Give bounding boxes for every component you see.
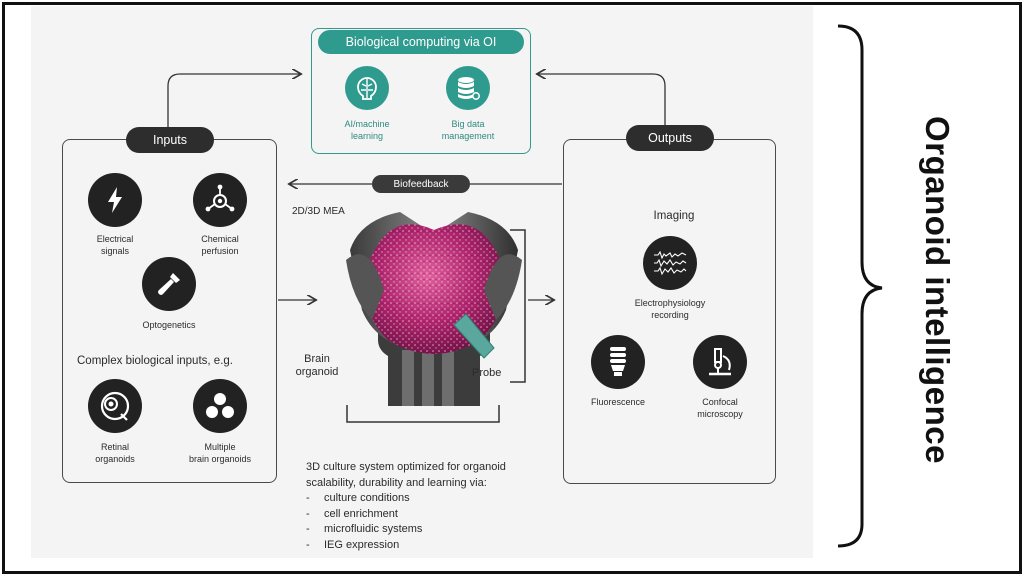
culture-item: IEG expression: [306, 538, 556, 554]
slide-title: Organoid intelligence: [919, 116, 957, 464]
inputs-title: Inputs: [126, 127, 214, 153]
culture-item: cell enrichment: [306, 507, 556, 523]
outputs-title: Outputs: [626, 125, 714, 151]
biofeedback-label: Biofeedback: [372, 175, 470, 193]
probe-label: Probe: [472, 367, 502, 379]
waveform-icon: [643, 236, 697, 290]
culture-item: culture conditions: [306, 491, 556, 507]
oi-title: Biological computing via OI: [318, 30, 524, 54]
input-item-label: Optogenetics: [142, 320, 196, 330]
output-item-label: Fluorescence: [590, 397, 646, 407]
spheres-icon: [193, 379, 247, 433]
eye-icon: [88, 379, 142, 433]
flashlight-icon: [142, 257, 196, 311]
brain-icon: [345, 66, 389, 110]
complex-inputs-heading: Complex biological inputs, e.g.: [77, 355, 233, 367]
slide-title-container: Organoid intelligence: [897, 50, 977, 530]
culture-item: microfluidic systems: [306, 522, 556, 538]
microscope-icon: [693, 335, 747, 389]
lightning-icon: [88, 173, 142, 227]
molecule-icon: [193, 173, 247, 227]
mea-device: [346, 212, 522, 406]
culture-description: 3D culture system optimized for organoid…: [306, 460, 556, 553]
mea-label: 2D/3D MEA: [292, 206, 345, 217]
database-icon: [446, 66, 490, 110]
lightbulb-icon: [591, 335, 645, 389]
imaging-heading: Imaging: [653, 210, 695, 222]
